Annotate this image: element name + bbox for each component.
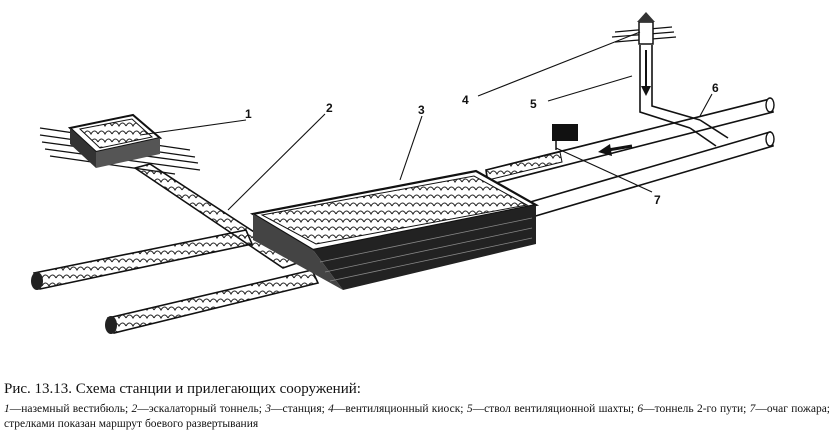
fire-source-marker (552, 124, 578, 150)
caption-legend: 1—наземный вестибюль; 2—эскалаторный тон… (4, 402, 830, 432)
legend-item: 2—эскалаторный тоннель; (132, 403, 266, 415)
running-tunnel-right-2 (519, 130, 775, 222)
route-arrow-shaft (641, 50, 651, 96)
legend-text: —наземный вестибюль; (9, 403, 132, 415)
callout-7: 7 (654, 193, 661, 207)
legend-text: —вентиляционный киоск; (333, 403, 467, 415)
legend-text: —тоннель 2-го пути; (643, 403, 750, 415)
station-block (249, 169, 540, 290)
legend-item: 5—ствол вентиляционной шахты; (467, 403, 638, 415)
caption-title: Рис. 13.13. Схема станции и прилегающих … (4, 381, 361, 397)
ground-vestibule (67, 113, 163, 168)
legend-number: 1 (4, 403, 10, 415)
legend-number: 5 (466, 403, 473, 415)
running-tunnel-left-2 (105, 269, 320, 334)
callout-3: 3 (418, 103, 425, 117)
route-arrow-tunnel (598, 144, 633, 156)
legend-text: —очаг пожара; стрелками показан маршрут … (4, 403, 830, 430)
legend-item: 3—станция; (265, 403, 328, 415)
legend-number: 6 (637, 403, 644, 415)
callout-2: 2 (326, 101, 333, 115)
legend-item: 6—тоннель 2-го пути; (637, 403, 749, 415)
legend-text: —ствол вентиляционной шахты; (472, 403, 638, 415)
leader-lines (139, 31, 713, 211)
callout-1: 1 (245, 107, 252, 121)
legend-item: 7—очаг пожара; стрелками показан маршрут… (4, 403, 830, 430)
ventilation-kiosk (611, 12, 677, 45)
legend-text: —станция; (271, 403, 329, 415)
ventilation-connector (639, 45, 729, 147)
callout-4: 4 (462, 93, 469, 107)
legend-item: 4—вентиляционный киоск; (328, 403, 467, 415)
running-tunnel-right-1 (485, 97, 775, 186)
figure-caption: Рис. 13.13. Схема станции и прилегающих … (4, 380, 830, 432)
legend-number: 7 (749, 403, 756, 415)
station-scheme-drawing: 1 2 3 4 5 6 7 (31, 12, 775, 334)
legend-text: —эскалаторный тоннель; (137, 403, 266, 415)
legend-item: 1—наземный вестибюль; (4, 403, 132, 415)
callout-5: 5 (530, 97, 537, 111)
legend-number: 2 (131, 403, 138, 415)
callout-6: 6 (712, 81, 719, 95)
legend-number: 3 (265, 403, 271, 415)
running-tunnel-left-1 (31, 229, 254, 290)
legend-number: 4 (328, 403, 334, 415)
